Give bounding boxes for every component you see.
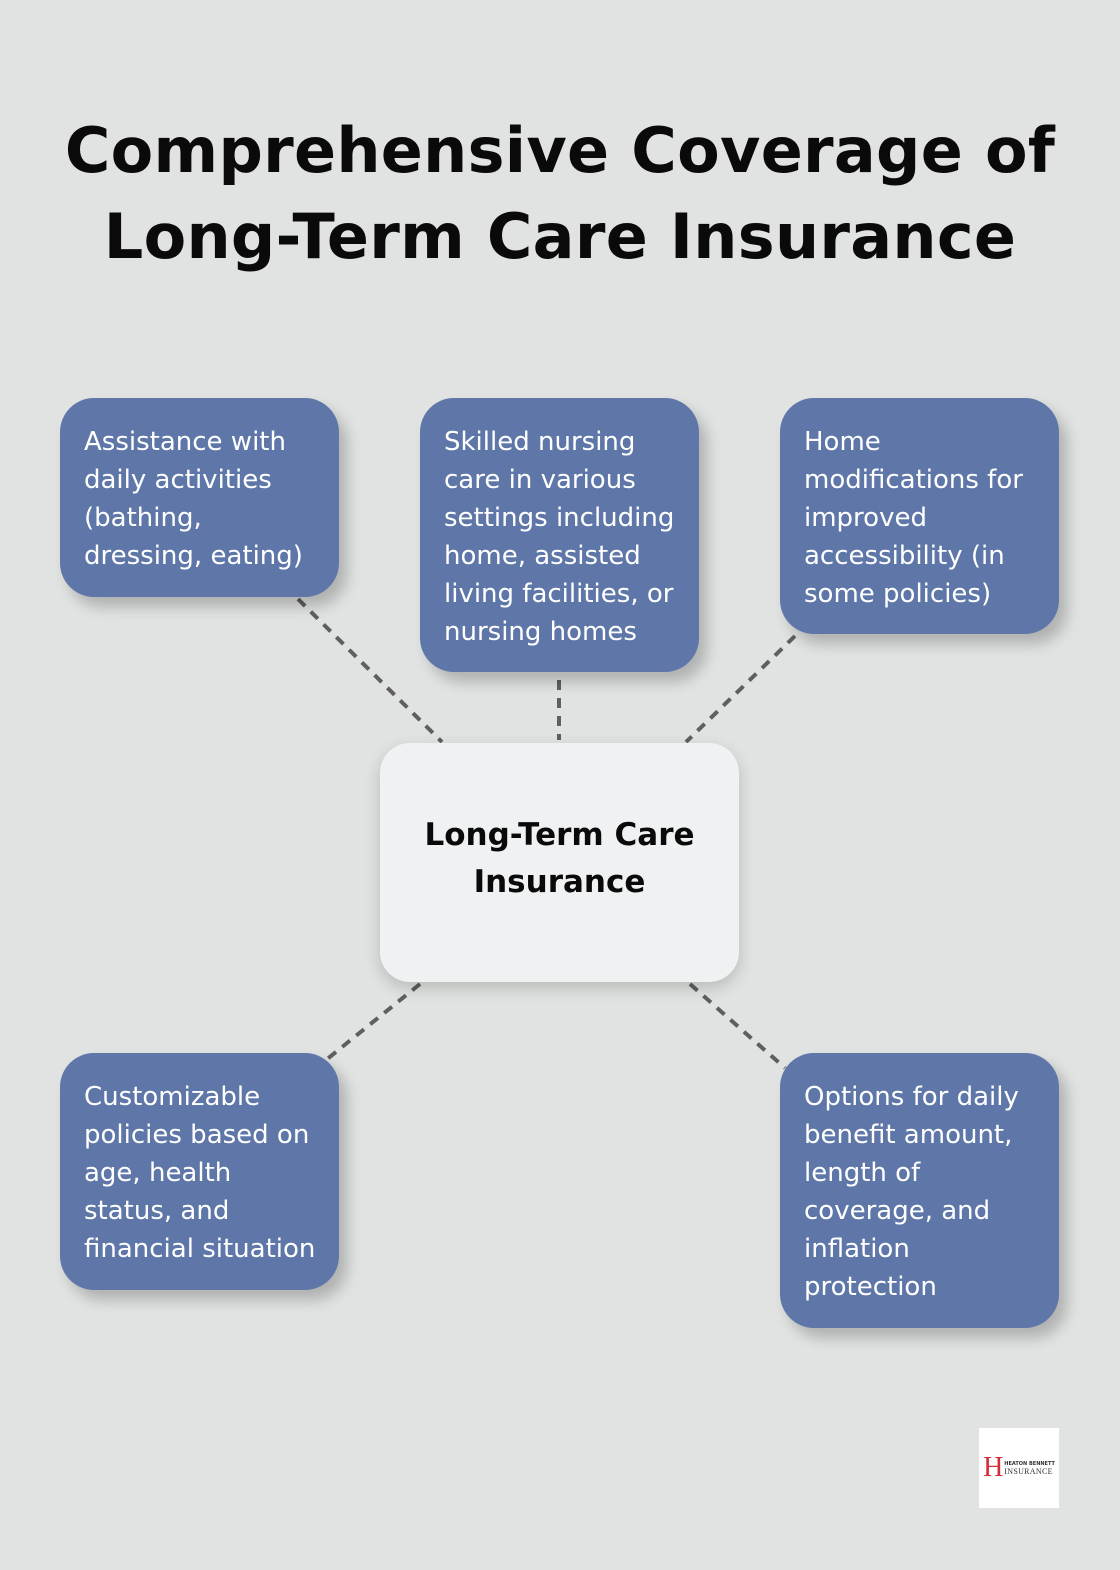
page-title: Comprehensive Coverage of Long-Term Care… (0, 108, 1120, 280)
node-text: Customizable policies based on age, heal… (84, 1082, 316, 1264)
connector-top-right (684, 634, 797, 744)
node-benefit-options: Options for daily benefit amount, length… (780, 1053, 1059, 1328)
logo-h-icon: H (983, 1452, 1004, 1483)
logo-line-1: HEATON BENNETT (1004, 1460, 1055, 1467)
title-line-2: Long-Term Care Insurance (103, 200, 1017, 273)
company-logo: H HEATON BENNETT INSURANCE (979, 1428, 1059, 1508)
logo-line-2: INSURANCE (1004, 1466, 1053, 1476)
node-text: Skilled nursing care in various settings… (444, 427, 675, 647)
node-skilled-nursing: Skilled nursing care in various settings… (420, 398, 699, 672)
center-line-2: Insurance (473, 863, 646, 900)
connector-bottom-right (688, 982, 787, 1070)
node-customizable-policies: Customizable policies based on age, heal… (60, 1053, 339, 1290)
connector-bottom-left (324, 982, 422, 1062)
node-text: Options for daily benefit amount, length… (804, 1082, 1019, 1302)
center-line-1: Long-Term Care (424, 816, 695, 853)
node-text: Assistance with daily activities (bathin… (84, 427, 303, 571)
title-line-1: Comprehensive Coverage of (64, 114, 1056, 187)
connector-top-left (296, 597, 444, 744)
center-node: Long-Term Care Insurance (380, 743, 739, 982)
node-daily-activities: Assistance with daily activities (bathin… (60, 398, 339, 597)
node-home-modifications: Home modifications for improved accessib… (780, 398, 1059, 634)
node-text: Home modifications for improved accessib… (804, 427, 1023, 609)
